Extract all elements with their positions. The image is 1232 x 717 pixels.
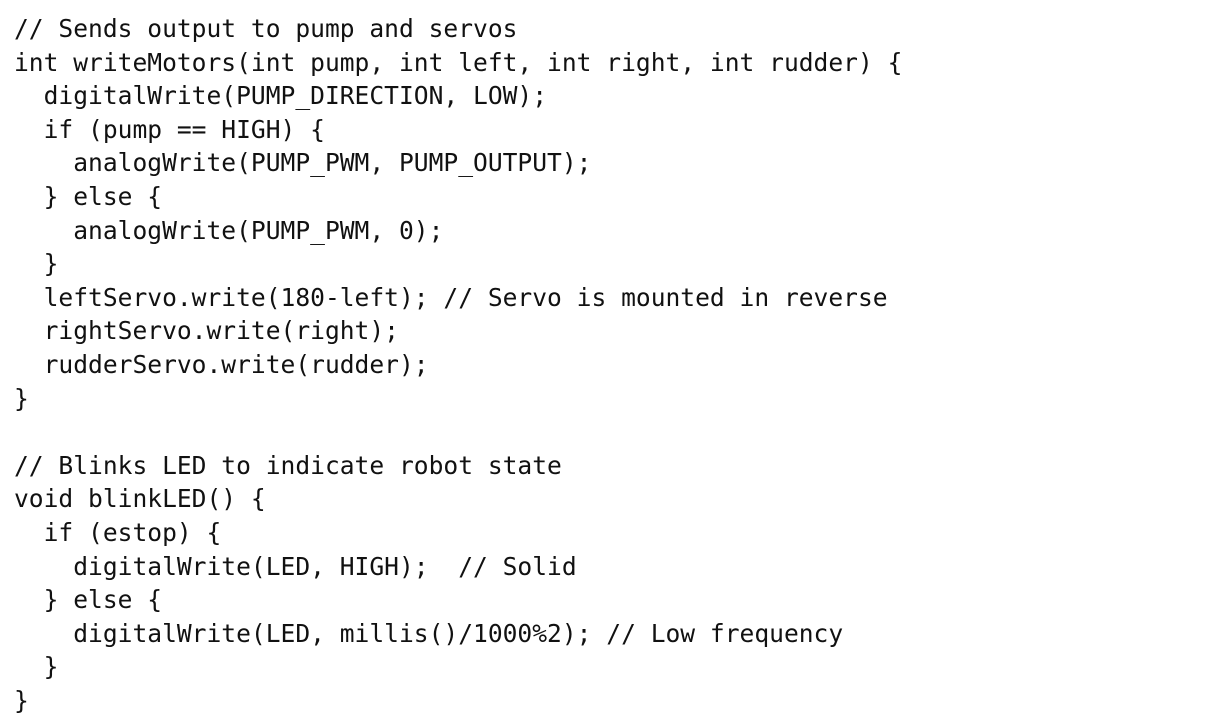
code-line-if-pump: if (pump == HIGH) { [14, 114, 325, 144]
code-line-led-low-frequency: digitalWrite(LED, millis()/1000%2); // L… [14, 618, 844, 648]
code-line-else-2: } else { [14, 585, 163, 615]
code-line-close-blinkled: } [14, 685, 29, 715]
code-line-led-solid: digitalWrite(LED, HIGH); // Solid [14, 551, 577, 581]
code-line-blinkled-signature: void blinkLED() { [14, 484, 266, 514]
code-line-right-servo: rightServo.write(right); [14, 316, 399, 346]
code-line-close-if-2: } [14, 652, 59, 682]
code-line-writemotors-signature: int writeMotors(int pump, int left, int … [14, 47, 903, 77]
code-line-left-servo: leftServo.write(180-left); // Servo is m… [14, 282, 888, 312]
code-line-blank [14, 415, 1232, 449]
code-line-if-estop: if (estop) { [14, 517, 222, 547]
code-listing: // Sends output to pump and servos int w… [14, 12, 1232, 717]
code-line-rudder-servo: rudderServo.write(rudder); [14, 349, 429, 379]
code-line-analogwrite-zero: analogWrite(PUMP_PWM, 0); [14, 215, 444, 245]
code-line-close-if: } [14, 249, 59, 279]
code-line-else: } else { [14, 181, 163, 211]
code-line-comment-sends-output: // Sends output to pump and servos [14, 14, 518, 43]
code-line-analogwrite-output: analogWrite(PUMP_PWM, PUMP_OUTPUT); [14, 148, 592, 178]
code-line-close-writemotors: } [14, 383, 29, 413]
code-line-pump-direction: digitalWrite(PUMP_DIRECTION, LOW); [14, 81, 548, 111]
code-line-comment-blinks-led: // Blinks LED to indicate robot state [14, 450, 562, 480]
